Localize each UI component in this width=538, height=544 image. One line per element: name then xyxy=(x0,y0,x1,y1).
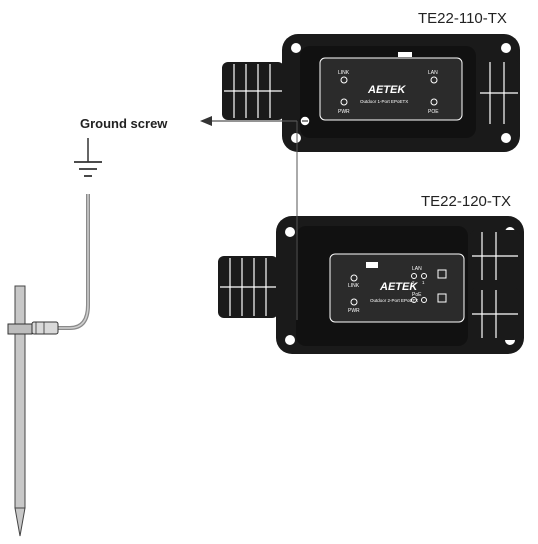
ground-rod xyxy=(7,285,59,537)
bottom-pwr-led-icon xyxy=(350,298,358,306)
bottom-pwr-label: PWR xyxy=(348,308,360,314)
top-pwr-led-icon xyxy=(340,98,348,106)
top-lan-label: LAN xyxy=(428,70,438,76)
bottom-device: LINK PWR LAN PoE 2 1 AETEK Outdoor 2-Por… xyxy=(218,216,524,354)
top-pwr-label: PWR xyxy=(338,109,350,115)
bottom-port-icon xyxy=(437,293,447,303)
top-dip-switch-icon xyxy=(398,52,412,57)
bottom-lan1-led-icon xyxy=(421,273,427,279)
ground-symbol-icon xyxy=(74,138,102,177)
top-poe-led-icon xyxy=(430,98,438,106)
bottom-lan-label: LAN xyxy=(412,266,422,272)
top-device: LINK LAN PWR POE AETEK Outdoor 1-Port EP… xyxy=(222,34,520,152)
top-poe-label: POE xyxy=(428,109,439,115)
bottom-brand-logo: AETEK xyxy=(379,281,418,293)
bottom-lan2-led-icon xyxy=(411,273,417,279)
bottom-port1-label: 1 xyxy=(422,280,425,285)
wire-connector-icon xyxy=(31,321,59,335)
rod-clamp-icon xyxy=(7,323,33,335)
top-mount-hole-icon xyxy=(291,43,301,53)
bottom-mount-hole-icon xyxy=(285,227,295,237)
bottom-poe2-led-icon xyxy=(411,297,417,303)
bottom-product-name: Outdoor 2-Port EPoETX xyxy=(370,298,418,303)
ground-screw-label: Ground screw xyxy=(80,116,168,131)
top-mount-hole-icon xyxy=(291,133,301,143)
bottom-mount-hole-icon xyxy=(285,335,295,345)
bottom-poe1-led-icon xyxy=(421,297,427,303)
top-link-led-icon xyxy=(340,76,348,84)
top-lan-led-icon xyxy=(430,76,438,84)
top-device-model-label: TE22-110-TX xyxy=(418,10,507,27)
bottom-port2-label: 2 xyxy=(412,280,415,285)
top-link-label: LINK xyxy=(338,70,350,76)
bottom-device-model-label: TE22-120-TX xyxy=(421,193,512,210)
bottom-dip-switch-icon xyxy=(366,262,378,268)
top-mount-hole-icon xyxy=(501,133,511,143)
arrow-left-icon xyxy=(200,116,212,126)
top-product-name: Outdoor 1-Port EPoETX xyxy=(360,99,408,104)
bottom-poe-label: PoE xyxy=(412,292,422,298)
bottom-port-icon xyxy=(437,269,447,279)
bottom-link-led-icon xyxy=(350,274,358,282)
top-mount-hole-icon xyxy=(501,43,511,53)
ground-wire xyxy=(56,194,90,330)
bottom-link-label: LINK xyxy=(348,283,360,289)
top-device-panel xyxy=(319,57,463,121)
bottom-device-panel xyxy=(329,253,465,323)
top-brand-logo: AETEK xyxy=(367,84,406,96)
